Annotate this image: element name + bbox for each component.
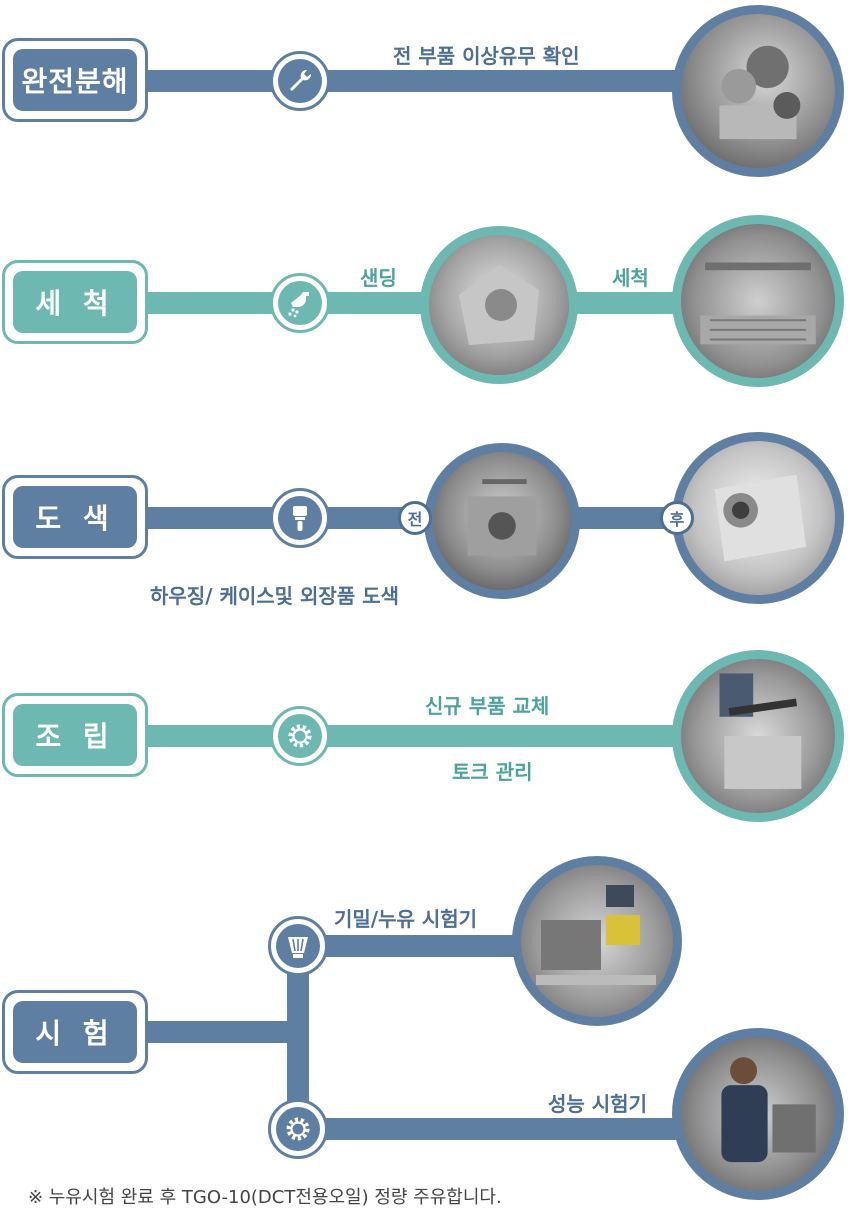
- photo-assembly: [672, 650, 844, 822]
- step-testing-label: 시 험: [13, 1001, 137, 1063]
- step-painting: 도 색: [2, 475, 148, 559]
- wrench-icon: [270, 51, 330, 111]
- footnote: ※ 누유시험 완료 후 TGO-10(DCT전용오일) 정량 주유합니다.: [28, 1187, 502, 1208]
- photo-disassembled-transmission: [672, 5, 844, 177]
- step-cleaning-label: 세 척: [13, 271, 137, 333]
- shower-icon: [270, 273, 330, 333]
- photo-washing-machine: [672, 215, 844, 387]
- broom-icon: [268, 916, 328, 976]
- step-assembly-label: 조 립: [13, 704, 137, 766]
- row5-text-leak: 기밀/누유 시험기: [334, 907, 478, 931]
- row4-text-parts: 신규 부품 교체: [425, 694, 550, 718]
- row5-text-performance: 성능 시험기: [548, 1092, 647, 1116]
- row1-connector: [148, 70, 708, 92]
- gear-icon: [270, 706, 330, 766]
- photo-leak-tester: [512, 856, 682, 1026]
- row1-text: 전 부품 이상유무 확인: [393, 44, 580, 68]
- row4-connector: [148, 725, 708, 747]
- step-testing: 시 험: [2, 990, 148, 1074]
- photo-performance-tester: [672, 1028, 844, 1200]
- test-branch-vertical: [287, 935, 309, 1130]
- photo-before-painting: [424, 443, 580, 599]
- step-painting-label: 도 색: [13, 486, 137, 548]
- after-tag: 후: [660, 501, 694, 535]
- test-branch-leak: [298, 935, 558, 957]
- photo-sanding: [420, 226, 578, 384]
- row3-text: 하우징/ 케이스및 외장품 도색: [150, 584, 399, 608]
- row2-text-sanding: 샌딩: [360, 266, 397, 290]
- row2-text-washing: 세척: [612, 266, 649, 290]
- test-branch-performance: [298, 1118, 708, 1140]
- step-disassembly: 완전분해: [2, 38, 148, 122]
- test-branch-main: [148, 1021, 298, 1043]
- paint-brush-icon: [270, 488, 330, 548]
- before-tag: 전: [398, 501, 432, 535]
- step-cleaning: 세 척: [2, 260, 148, 344]
- gear-icon: [268, 1099, 328, 1159]
- photo-after-painting: [672, 432, 844, 604]
- step-assembly: 조 립: [2, 693, 148, 777]
- step-disassembly-label: 완전분해: [13, 49, 137, 111]
- row4-text-torque: 토크 관리: [452, 760, 533, 784]
